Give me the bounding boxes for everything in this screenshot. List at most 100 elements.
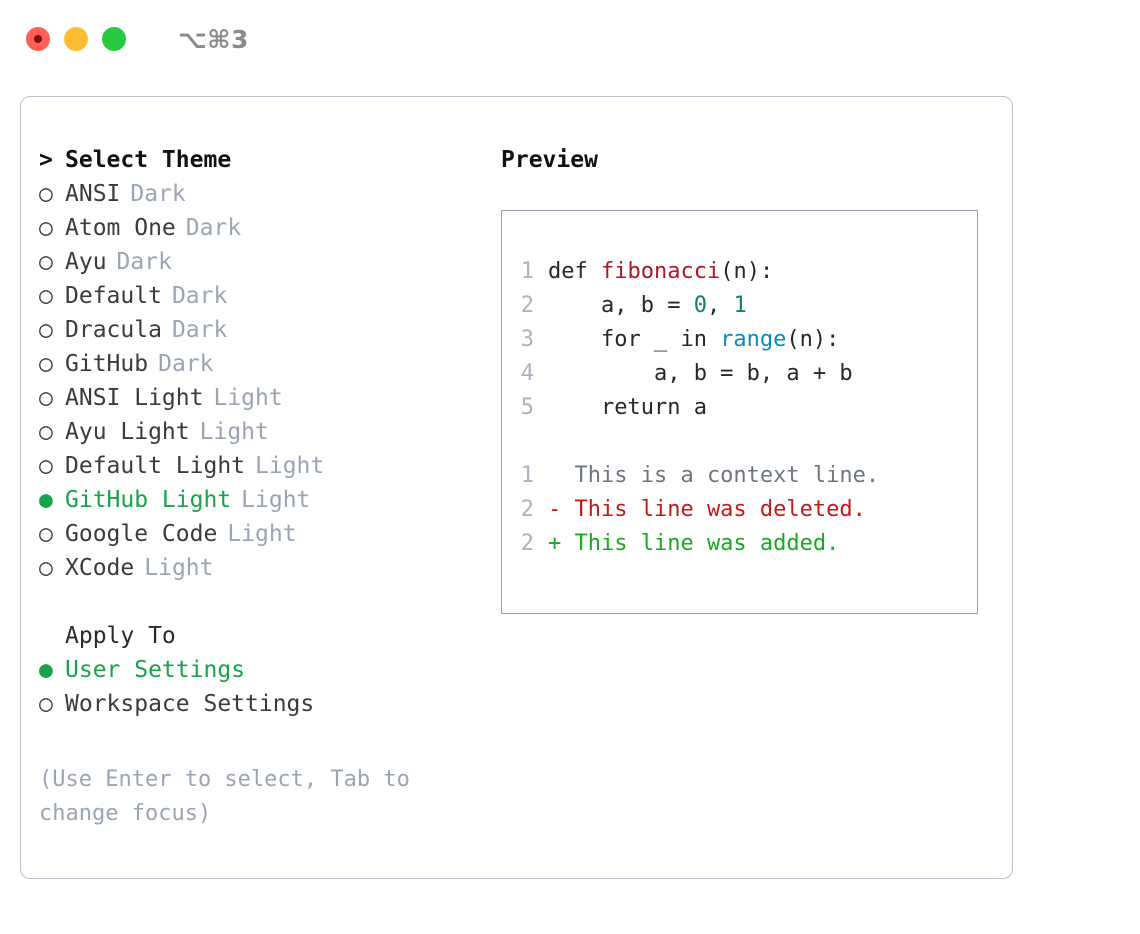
preview-title: Preview (501, 147, 598, 173)
theme-variant-tag: Dark (171, 317, 228, 343)
traffic-light-group (26, 27, 126, 51)
radio-unselected-icon: ○ (39, 521, 53, 547)
select-theme-title: Select Theme (65, 147, 232, 173)
theme-option-label: Dracula (65, 317, 162, 343)
radio-selected-icon: ● (39, 487, 53, 513)
code-token-plain: , (706, 293, 734, 318)
maximize-window-button[interactable] (102, 27, 126, 51)
code-line-text: def fibonacci(n): (548, 255, 773, 289)
code-line-text: a, b = 0, 1 (548, 289, 747, 323)
code-line-text: return a (548, 391, 707, 425)
apply-to-option-user-settings[interactable]: ● User Settings (39, 653, 469, 687)
diff-line-text: - This line was deleted. (548, 497, 866, 522)
code-token-plain: for _ in (548, 327, 721, 352)
radio-unselected-icon: ○ (39, 215, 53, 241)
apply-to-option-label: User Settings (65, 657, 246, 683)
apply-to-title: Apply To (65, 623, 176, 649)
code-line: 3 for _ in range(n): (502, 323, 977, 357)
theme-option-label: Default (65, 283, 162, 309)
code-line-text: a, b = b, a + b (548, 357, 853, 391)
radio-selected-icon: ● (39, 657, 53, 683)
theme-variant-tag: Light (227, 521, 297, 547)
code-line-number: 3 (520, 327, 534, 352)
theme-option-label: Atom One (65, 215, 176, 241)
radio-unselected-icon: ○ (39, 351, 53, 377)
theme-option-atom-one[interactable]: ○ Atom One Dark (39, 211, 469, 245)
code-token-function: fibonacci (600, 259, 721, 284)
window-title: ⌥⌘3 (178, 24, 249, 54)
code-line-number: 4 (520, 361, 534, 386)
code-line: 5 return a (502, 391, 977, 425)
radio-unselected-icon: ○ (39, 249, 53, 275)
diff-line-deleted: 2 - This line was deleted. (502, 493, 977, 527)
minimize-window-button[interactable] (64, 27, 88, 51)
theme-variant-tag: Light (199, 419, 269, 445)
code-token-number: 1 (733, 293, 747, 318)
radio-unselected-icon: ○ (39, 555, 53, 581)
radio-unselected-icon: ○ (39, 317, 53, 343)
theme-option-dracula[interactable]: ○ Dracula Dark (39, 313, 469, 347)
theme-variant-tag: Light (213, 385, 283, 411)
diff-line-number: 1 (520, 463, 534, 488)
apply-to-option-list: ● User Settings ○ Workspace Settings (39, 653, 469, 721)
radio-unselected-icon: ○ (39, 453, 53, 479)
theme-option-default-light[interactable]: ○ Default Light Light (39, 449, 469, 483)
code-line-number: 5 (520, 395, 534, 420)
code-token-plain: a, b = b, a + b (548, 361, 853, 386)
code-line-number: 2 (520, 293, 534, 318)
theme-option-xcode[interactable]: ○ XCode Light (39, 551, 469, 585)
diff-line-number: 2 (520, 497, 534, 522)
theme-variant-tag: Light (144, 555, 214, 581)
theme-variant-tag: Dark (171, 283, 228, 309)
code-token-plain: def (548, 259, 601, 284)
diff-line-context: 1 This is a context line. (502, 459, 977, 493)
theme-variant-tag: Light (255, 453, 325, 479)
radio-unselected-icon: ○ (39, 691, 53, 717)
theme-variant-tag: Dark (158, 351, 214, 377)
theme-option-ayu[interactable]: ○ Ayu Dark (39, 245, 469, 279)
theme-option-label: Default Light (65, 453, 246, 479)
diff-line-number: 2 (520, 531, 534, 556)
close-window-button[interactable] (26, 27, 50, 51)
diff-sample: 1 This is a context line. 2 - This line wa… (502, 459, 977, 561)
code-token-plain: (n): (720, 259, 774, 284)
apply-to-option-workspace-settings[interactable]: ○ Workspace Settings (39, 687, 469, 721)
theme-variant-tag: Dark (185, 215, 242, 241)
diff-line-text: This is a context line. (548, 463, 880, 488)
code-token-plain: (n): (786, 327, 840, 352)
theme-option-label: Ayu Light (65, 419, 190, 445)
apply-to-option-label: Workspace Settings (65, 691, 315, 717)
select-theme-header: > Select Theme (39, 143, 469, 177)
theme-option-label: XCode (65, 555, 135, 581)
keyboard-hint-text: (Use Enter to select, Tab to change focu… (39, 767, 424, 826)
code-token-number: 0 (693, 293, 707, 318)
diff-line-added: 2 + This line was added. (502, 527, 977, 561)
radio-unselected-icon: ○ (39, 181, 53, 207)
theme-variant-tag: Dark (116, 249, 172, 275)
code-token-plain: a, b = (548, 293, 694, 318)
code-line: 2 a, b = 0, 1 (502, 289, 977, 323)
code-token-builtin: range (720, 327, 787, 352)
code-token-plain: return a (548, 395, 707, 420)
diff-line-text: + This line was added. (548, 531, 840, 556)
cursor-arrow-icon: > (39, 147, 53, 173)
theme-option-label: Ayu (65, 249, 107, 275)
theme-variant-tag: Light (241, 487, 311, 513)
title-bar: ⌥⌘3 (0, 0, 1140, 78)
theme-option-label: ANSI (65, 181, 121, 207)
